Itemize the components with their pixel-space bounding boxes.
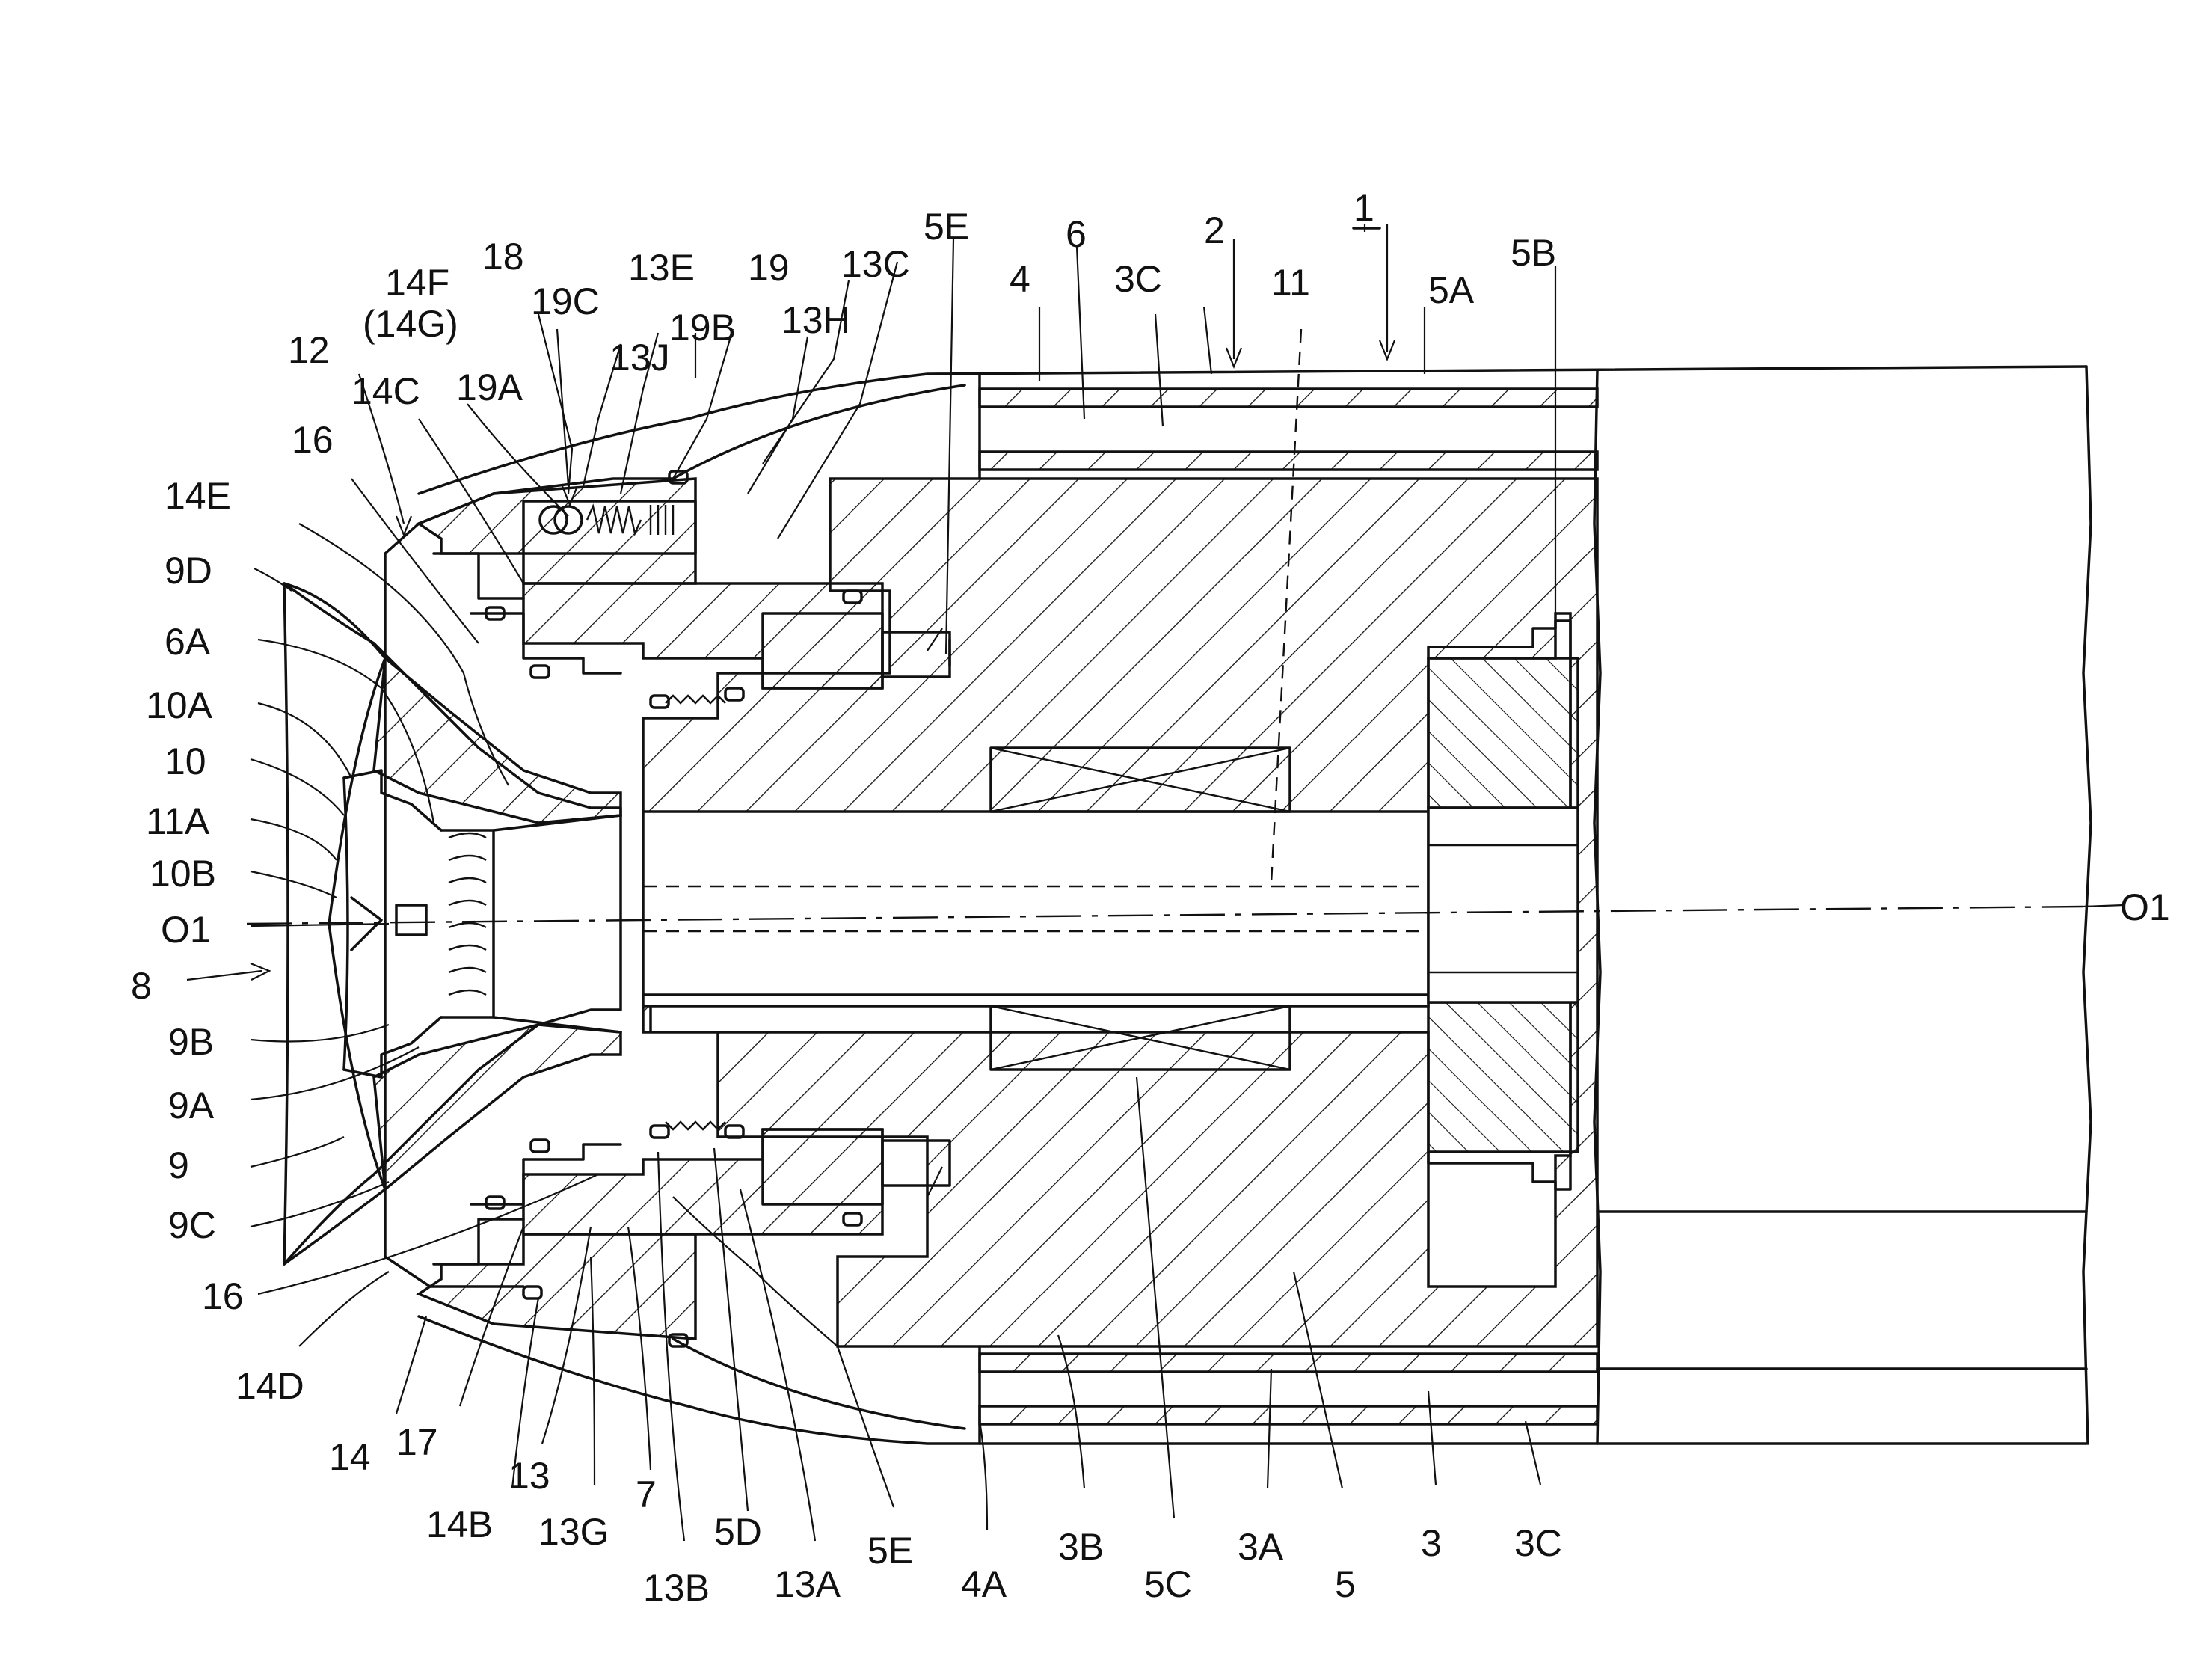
label-7: 7 bbox=[636, 1474, 657, 1515]
label-5d: 5D bbox=[714, 1511, 762, 1553]
label-9d: 9D bbox=[165, 550, 212, 592]
label-11: 11 bbox=[1271, 262, 1310, 304]
label-13a: 13A bbox=[774, 1563, 841, 1605]
label-13h: 13H bbox=[781, 299, 850, 341]
label-10a: 10A bbox=[146, 684, 213, 726]
label-9a: 9A bbox=[168, 1085, 215, 1126]
label-5: 5 bbox=[1335, 1563, 1356, 1605]
label-6: 6 bbox=[1066, 213, 1087, 255]
label-5e-top: 5E bbox=[924, 206, 969, 248]
label-4a: 4A bbox=[961, 1563, 1007, 1605]
label-9c: 9C bbox=[168, 1204, 216, 1246]
label-3a: 3A bbox=[1238, 1526, 1284, 1568]
label-11a: 11A bbox=[146, 800, 210, 842]
label-14e: 14E bbox=[165, 475, 231, 517]
label-1: 1 bbox=[1354, 187, 1374, 229]
label-19b: 19B bbox=[669, 307, 736, 349]
label-19a: 19A bbox=[456, 367, 523, 408]
label-o1-right: O1 bbox=[2120, 886, 2170, 928]
label-18: 18 bbox=[482, 236, 524, 278]
label-13j: 13J bbox=[609, 337, 670, 378]
label-5e-bottom: 5E bbox=[867, 1530, 913, 1572]
label-14f: 14F bbox=[385, 262, 449, 304]
label-16-bottom: 16 bbox=[202, 1275, 244, 1317]
label-4: 4 bbox=[1010, 258, 1030, 300]
label-5c: 5C bbox=[1144, 1563, 1192, 1605]
label-10: 10 bbox=[165, 740, 206, 782]
label-2: 2 bbox=[1204, 209, 1225, 251]
label-8: 8 bbox=[131, 965, 152, 1007]
label-5b: 5B bbox=[1511, 232, 1556, 274]
label-19: 19 bbox=[748, 247, 790, 289]
label-3c-bottom: 3C bbox=[1514, 1522, 1562, 1564]
label-5a: 5A bbox=[1428, 269, 1475, 311]
label-14: 14 bbox=[329, 1436, 371, 1478]
label-3: 3 bbox=[1421, 1522, 1442, 1564]
label-14c: 14C bbox=[351, 370, 420, 412]
label-14d: 14D bbox=[236, 1365, 304, 1407]
label-13b: 13B bbox=[643, 1567, 710, 1609]
label-o1-left: O1 bbox=[161, 909, 211, 951]
label-13c: 13C bbox=[841, 243, 910, 285]
label-9: 9 bbox=[168, 1144, 189, 1186]
label-9b: 9B bbox=[168, 1021, 214, 1063]
label-3c-top: 3C bbox=[1114, 258, 1162, 300]
label-16-top: 16 bbox=[292, 419, 334, 461]
label-6a: 6A bbox=[165, 621, 211, 663]
label-10b: 10B bbox=[150, 853, 216, 895]
label-14b: 14B bbox=[426, 1503, 493, 1545]
label-3b: 3B bbox=[1058, 1526, 1104, 1568]
label-14g: (14G) bbox=[363, 303, 458, 345]
label-12: 12 bbox=[288, 329, 330, 371]
label-13e: 13E bbox=[628, 247, 695, 289]
label-19c: 19C bbox=[531, 280, 600, 322]
label-17: 17 bbox=[396, 1421, 438, 1463]
label-13g: 13G bbox=[538, 1511, 609, 1553]
label-13: 13 bbox=[509, 1455, 550, 1497]
